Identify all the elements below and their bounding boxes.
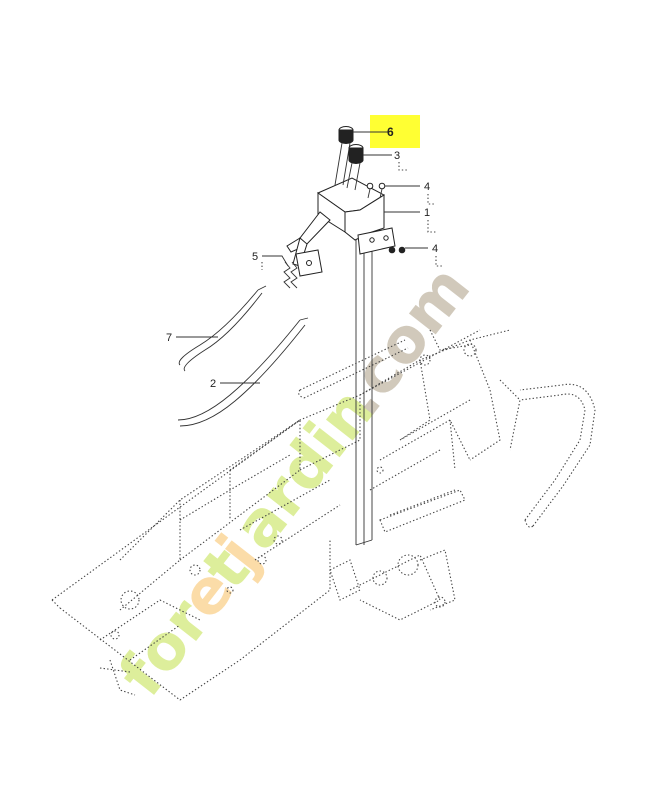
- knob-part-3: [346, 144, 364, 191]
- bracket-part-1: [283, 177, 396, 289]
- callout-1: 1: [424, 207, 430, 219]
- callout-6-highlight: [370, 115, 420, 148]
- cable-part-2: [177, 317, 309, 427]
- callout-6: 6: [387, 125, 394, 139]
- callout-2: 2: [210, 378, 216, 390]
- callout-7: 7: [166, 332, 172, 344]
- screw-part-4-top: [366, 182, 386, 199]
- control-rods: [355, 222, 373, 546]
- pedal-mechanism: [329, 489, 466, 621]
- watermark-logo: for e t j ardin .com: [104, 252, 484, 709]
- callout-5: 5: [252, 251, 258, 263]
- callout-4-top: 4: [424, 181, 430, 193]
- callout-3: 3: [394, 150, 400, 162]
- knob-part-6: [334, 126, 354, 186]
- callouts: 6 3 4 1 4 5 7 2: [166, 115, 444, 390]
- chassis-frame: [51, 329, 521, 701]
- callout-4-bottom: 4: [432, 243, 438, 255]
- svg-text:.com: .com: [323, 252, 484, 429]
- screw-part-4-bottom: [388, 246, 406, 254]
- cable-part-7: [178, 285, 267, 372]
